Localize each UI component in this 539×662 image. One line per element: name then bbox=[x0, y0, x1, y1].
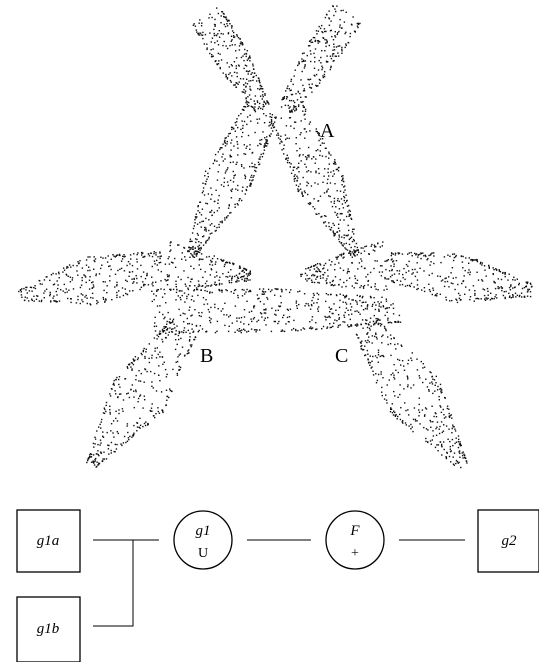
label-a: A bbox=[320, 120, 335, 142]
node-f-label: F bbox=[349, 523, 360, 539]
label-b: B bbox=[200, 345, 213, 367]
edge-g1b-g1 bbox=[93, 540, 133, 626]
node-g2: g2 bbox=[478, 510, 539, 572]
node-g1b: g1b bbox=[17, 597, 80, 662]
graph-edges bbox=[93, 540, 465, 626]
node-g2-label: g2 bbox=[502, 533, 518, 549]
node-f: F + bbox=[326, 511, 384, 569]
node-g1: g1 U bbox=[174, 511, 232, 569]
node-g1b-label: g1b bbox=[37, 621, 60, 637]
label-c: C bbox=[335, 345, 348, 367]
node-g1-operator: U bbox=[198, 546, 208, 561]
node-g1-label: g1 bbox=[196, 523, 211, 539]
node-g1a-label: g1a bbox=[37, 533, 60, 549]
node-g1a: g1a bbox=[17, 510, 80, 572]
node-f-operator: + bbox=[351, 546, 359, 561]
point-cloud-shape bbox=[18, 5, 533, 468]
